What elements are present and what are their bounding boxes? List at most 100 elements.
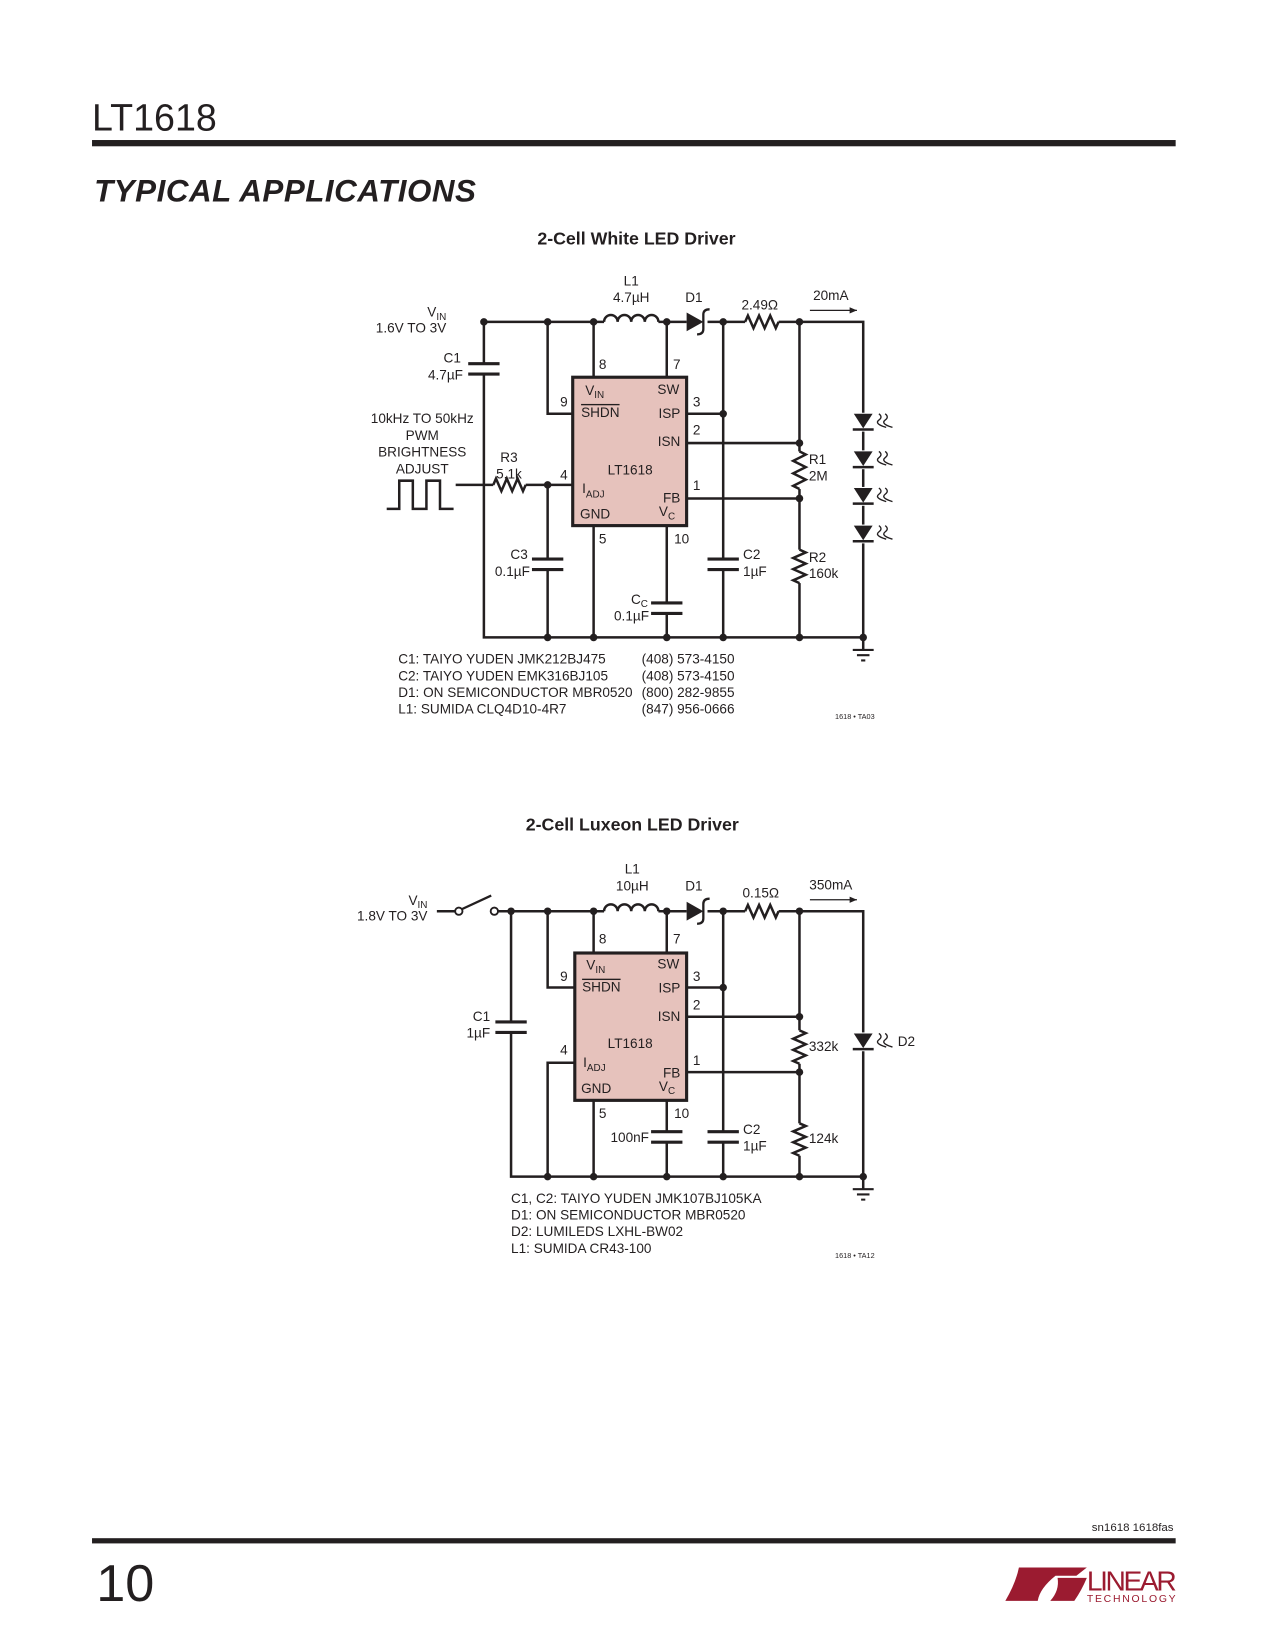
c2-pin5: 5 xyxy=(599,1106,607,1121)
junction-dot xyxy=(507,907,515,915)
c1-c3-value: 0.1µF xyxy=(495,564,530,579)
c1-c3-label: C3 xyxy=(510,547,527,562)
c2-pin8: 8 xyxy=(599,932,607,947)
c2-cc-value: 100nF xyxy=(610,1130,649,1145)
inductor-symbol xyxy=(602,313,660,323)
c2-ic-isn: ISN xyxy=(658,1009,681,1024)
wire-gap xyxy=(720,560,727,569)
wire xyxy=(546,911,575,989)
junction-dot xyxy=(480,318,488,326)
c2-pin1: 1 xyxy=(693,1053,701,1068)
c2-pin3: 3 xyxy=(693,969,701,984)
c1-cc-label: CC xyxy=(631,592,648,610)
switch-contact xyxy=(489,906,499,916)
c1-c2-value: 1µF xyxy=(743,564,767,579)
led-icon xyxy=(853,1033,873,1049)
c1-vin-label: VIN xyxy=(427,305,446,323)
section-title: TYPICAL APPLICATIONS xyxy=(94,174,476,209)
junction-dot xyxy=(719,633,727,642)
circuit1-labels: 2-Cell White LED Driver VIN 1.6V TO 3V L… xyxy=(371,229,875,721)
junction-dot xyxy=(662,318,671,326)
light-emission-icon xyxy=(876,413,893,429)
c2-r-top-value: 332k xyxy=(809,1039,839,1054)
c1-rsense xyxy=(743,312,780,332)
c1-part-1: C2: TAIYO YUDEN EMK316BJ105 xyxy=(398,668,608,683)
c1-pin8: 8 xyxy=(599,357,607,372)
c2-ic-gnd: GND xyxy=(581,1081,611,1096)
junction-dot xyxy=(543,318,552,326)
wire-gap xyxy=(480,364,488,374)
c1-figure-id: 1618 • TA03 xyxy=(835,712,875,721)
light-emission-icon xyxy=(876,525,893,540)
c2-part-2: D2: LUMILEDS LXHL-BW02 xyxy=(511,1224,683,1239)
c1-ic-vc: VC xyxy=(659,504,675,522)
c2-resistor-332k xyxy=(790,1029,809,1065)
c2-current-label: 350mA xyxy=(809,877,853,892)
c1-vin-range: 1.6V TO 3V xyxy=(376,320,446,335)
logo-technology-text: TECHNOLOGY xyxy=(1087,1594,1176,1605)
c1-phone-2: (800) 282-9855 xyxy=(642,685,735,700)
c2-part-1: D1: ON SEMICONDUCTOR MBR0520 xyxy=(511,1207,746,1222)
c2-capacitor-c2 xyxy=(707,1130,739,1144)
junction-dot xyxy=(589,318,598,326)
wire xyxy=(386,479,454,511)
circuit2-title: 2-Cell Luxeon LED Driver xyxy=(526,815,739,835)
c2-vin-label: VIN xyxy=(408,893,427,911)
junction-dot xyxy=(719,410,727,418)
junction-dot xyxy=(795,1068,804,1076)
c2-c2-label: C2 xyxy=(743,1122,760,1137)
c2-ic-iadj: IADJ xyxy=(583,1055,606,1074)
junction-dot xyxy=(795,1012,804,1021)
c1-ic-isn: ISN xyxy=(658,434,681,449)
c2-c1-label: C1 xyxy=(473,1009,490,1024)
page-number: 10 xyxy=(96,1555,154,1613)
junction-dot xyxy=(795,1172,804,1181)
led-icon xyxy=(853,487,873,503)
junction-dot xyxy=(662,907,671,915)
c1-pwm-line3: BRIGHTNESS xyxy=(378,445,466,460)
header-rule xyxy=(92,140,1176,147)
c1-r3-label: R3 xyxy=(500,450,517,465)
c1-capacitor-c1 xyxy=(468,362,500,376)
c2-r-bottom-value: 124k xyxy=(809,1131,839,1146)
c2-pin7: 7 xyxy=(673,932,681,947)
part-number-header: LT1618 xyxy=(92,97,217,139)
c2-d2-label: D2 xyxy=(898,1034,915,1049)
c1-ic-shdn: SHDN xyxy=(581,405,619,420)
schematics xyxy=(386,307,893,1201)
c1-pin3: 3 xyxy=(693,394,701,409)
c1-pin9: 9 xyxy=(560,394,568,409)
c2-ic-lt1618 xyxy=(573,951,689,1102)
c2-pin2: 2 xyxy=(693,997,701,1012)
c1-capacitor-cc xyxy=(651,601,683,615)
c1-ic-vin: VIN xyxy=(585,383,604,401)
c1-r2-label: R2 xyxy=(809,550,826,565)
c1-current-label: 20mA xyxy=(813,288,849,303)
junction-dot xyxy=(795,494,804,503)
c1-r1-value: 2M xyxy=(809,469,828,484)
c1-pwm-line2: PWM xyxy=(406,428,439,443)
c2-part-0: C1, C2: TAIYO YUDEN JMK107BJ105KA xyxy=(511,1191,762,1206)
wire-gap xyxy=(544,560,551,569)
inductor-symbol xyxy=(602,903,660,912)
junction-dot xyxy=(795,318,804,326)
c1-resistor-r3 xyxy=(492,475,527,495)
wire-gap xyxy=(720,1132,727,1142)
schottky-diode-icon xyxy=(686,901,704,921)
c1-pwm-line1: 10kHz TO 50kHz xyxy=(371,411,474,426)
junction-dot xyxy=(543,481,552,489)
footer-rule xyxy=(92,1538,1176,1544)
junction-dot xyxy=(719,907,727,915)
c1-phone-3: (847) 956-0666 xyxy=(642,702,735,717)
ground-icon xyxy=(852,648,874,662)
ground-icon xyxy=(852,1188,874,1201)
c2-part-3: L1: SUMIDA CR43-100 xyxy=(511,1241,652,1256)
c1-c2-label: C2 xyxy=(743,547,760,562)
c1-pin2: 2 xyxy=(693,423,701,438)
junction-dot xyxy=(589,907,598,915)
c1-part-2: D1: ON SEMICONDUCTOR MBR0520 xyxy=(398,685,633,700)
c1-d1-label: D1 xyxy=(685,290,702,305)
c2-l1-label: L1 xyxy=(625,862,640,877)
schottky-diode-icon xyxy=(686,312,704,332)
